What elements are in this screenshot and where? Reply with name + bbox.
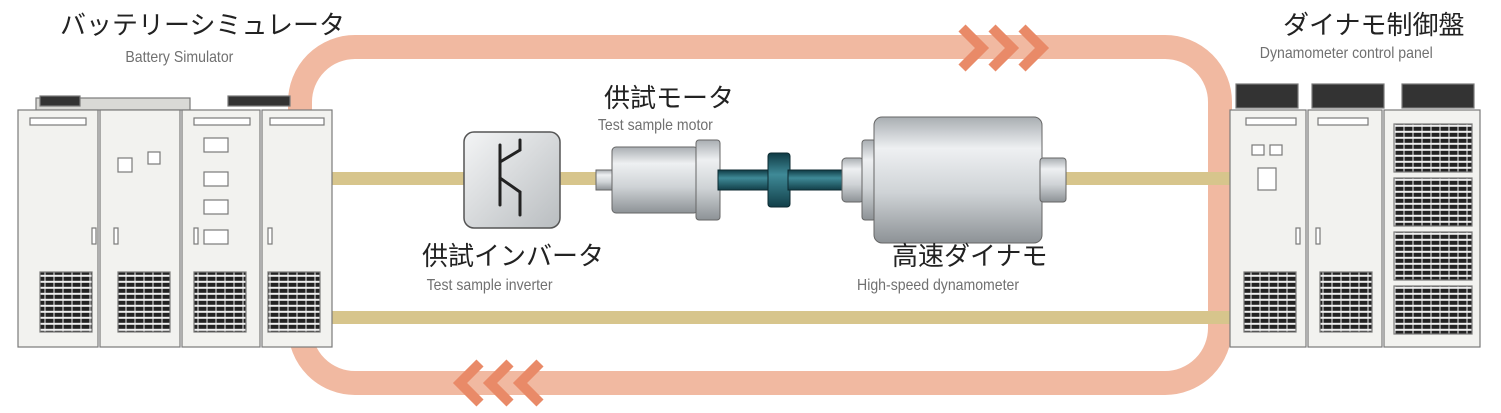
test-motor-title-jp: 供試モータ	[604, 84, 735, 114]
battery-simulator-title-en: Battery Simulator	[125, 49, 234, 66]
high-speed-dynamometer-title-en: High-speed dynamometer	[857, 277, 1020, 294]
chevron-right-triple-icon	[958, 24, 1050, 72]
high-speed-dynamometer-title-jp: 高速ダイナモ	[892, 242, 1048, 272]
dynamometer-control-cabinet	[1229, 83, 1481, 348]
test-inverter-title-jp: 供試インバータ	[422, 242, 605, 272]
power-loop	[288, 35, 1232, 395]
battery-simulator-cabinet	[17, 95, 333, 348]
test-inverter-box	[463, 131, 561, 229]
cables	[330, 172, 1235, 324]
test-motor-body	[595, 139, 721, 221]
dynamometer-panel-title-jp: ダイナモ制御盤	[1283, 11, 1465, 41]
chevron-left-triple-icon	[452, 359, 544, 407]
coupling-shaft	[717, 152, 843, 208]
high-speed-dynamometer-body	[841, 116, 1067, 244]
battery-simulator-title-jp: バッテリーシミュレータ	[60, 11, 345, 41]
dynamometer-panel-title-en: Dynamometer control panel	[1259, 45, 1433, 62]
test-motor-title-en: Test sample motor	[597, 117, 713, 134]
test-inverter-title-en: Test sample inverter	[426, 277, 553, 294]
igbt-transistor-symbol-icon	[498, 138, 522, 217]
